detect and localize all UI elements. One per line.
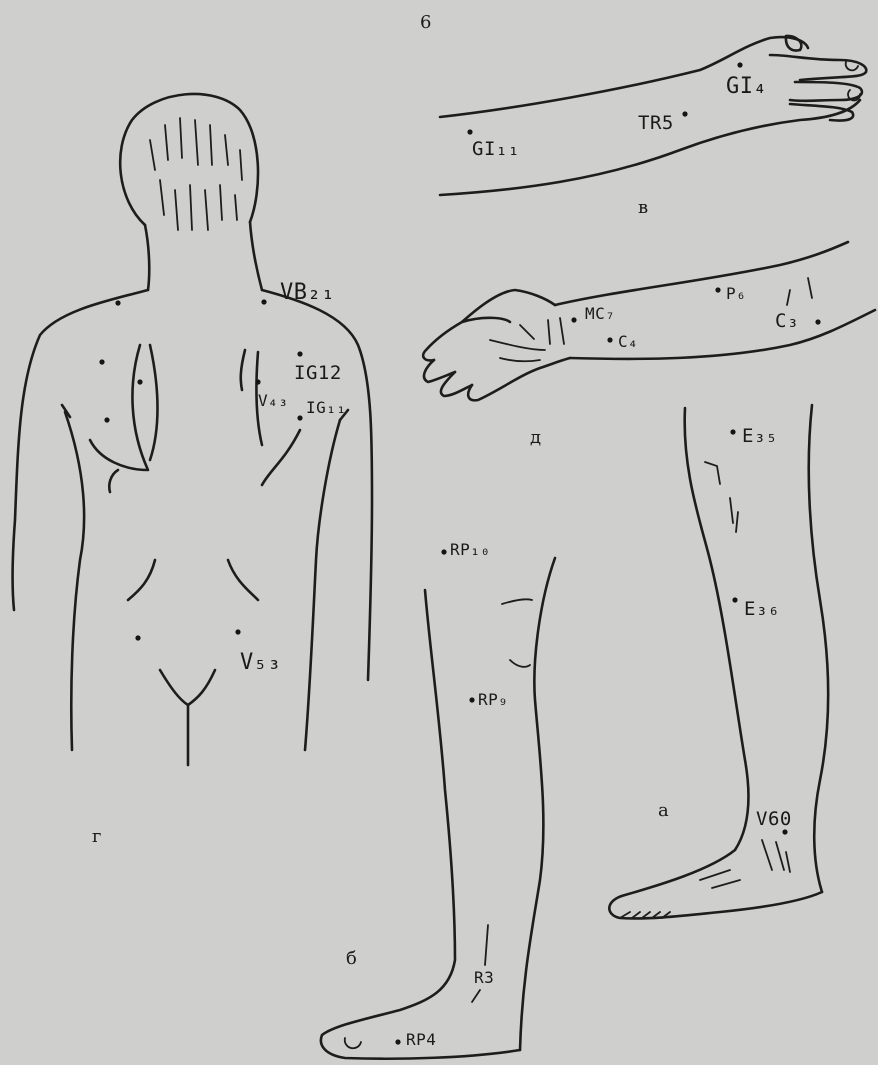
point-label-v43: V₄₃ bbox=[258, 393, 288, 409]
page-number: 6 bbox=[420, 12, 431, 33]
point-label-ig12: IG12 bbox=[294, 364, 342, 383]
point-label-c3: C₃ bbox=[775, 312, 799, 331]
panel-label-b: б bbox=[346, 948, 357, 969]
point-label-r3: R3 bbox=[474, 970, 494, 986]
point-label-gi4: GI₄ bbox=[726, 76, 767, 98]
leg-figure-a bbox=[609, 405, 828, 918]
point-label-p6: P₆ bbox=[726, 286, 746, 302]
arm-figure-d bbox=[423, 242, 875, 400]
point-label-c4: C₄ bbox=[618, 334, 638, 350]
point-label-rp4: RP4 bbox=[406, 1032, 436, 1048]
point-label-gi11: GI₁₁ bbox=[472, 140, 520, 159]
point-label-e35: E₃₅ bbox=[742, 427, 778, 446]
point-label-rp9: RP₉ bbox=[478, 692, 508, 708]
point-label-v53: V₅₃ bbox=[240, 652, 281, 674]
leg-figure-b bbox=[321, 549, 555, 1058]
panel-label-d: д bbox=[530, 427, 541, 448]
point-label-tr5: TR5 bbox=[638, 114, 674, 133]
point-label-e36: E₃₆ bbox=[744, 600, 780, 619]
point-label-v60: V60 bbox=[756, 810, 792, 829]
panel-label-v: в bbox=[638, 197, 648, 218]
back-figure bbox=[13, 94, 372, 765]
panel-label-g: г bbox=[92, 826, 101, 847]
point-label-rp10: RP₁₀ bbox=[450, 542, 491, 558]
point-label-ig11: IG₁₁ bbox=[306, 400, 347, 416]
point-label-vb21: VB₂₁ bbox=[280, 282, 335, 304]
point-label-mc7: MC₇ bbox=[585, 306, 615, 322]
panel-label-a: а bbox=[658, 800, 669, 821]
